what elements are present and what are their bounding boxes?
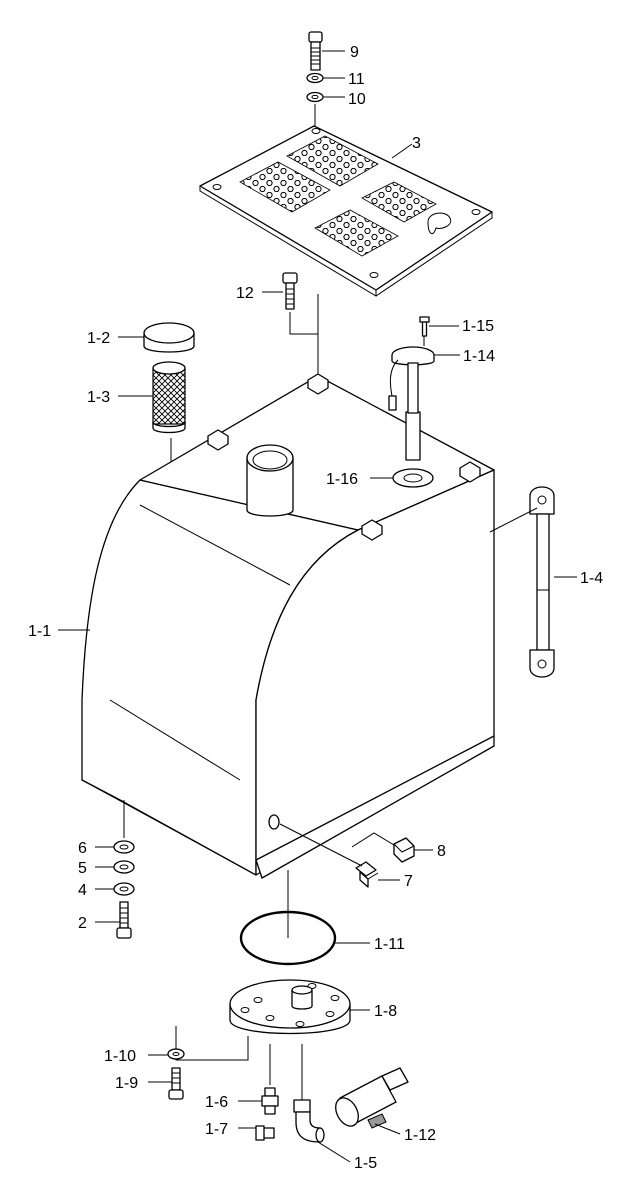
label-1-15: 1-15 [462, 318, 494, 335]
label-4: 4 [78, 882, 87, 899]
label-1-11: 1-11 [374, 936, 405, 953]
label-1-5: 1-5 [354, 1155, 377, 1172]
strainer-1-3 [152, 361, 186, 434]
bolt-9 [308, 31, 323, 71]
label-9: 9 [350, 44, 359, 61]
label-1-7: 1-7 [205, 1121, 228, 1138]
label-3: 3 [412, 135, 421, 152]
cap-1-2 [143, 322, 195, 353]
label-1-6: 1-6 [205, 1094, 228, 1111]
lock-washer-11 [306, 72, 324, 84]
label-7: 7 [404, 873, 413, 890]
rod-1-4 [529, 486, 555, 678]
flange-1-8 [229, 979, 351, 1035]
label-1-2: 1-2 [87, 330, 110, 347]
label-5: 5 [78, 860, 87, 877]
label-11: 11 [348, 71, 365, 88]
washer-10 [306, 91, 324, 103]
label-6: 6 [78, 840, 87, 857]
label-1-9: 1-9 [115, 1075, 138, 1092]
label-1-3: 1-3 [87, 389, 110, 406]
label-12: 12 [236, 285, 254, 302]
label-8: 8 [437, 843, 446, 860]
label-1-4: 1-4 [580, 570, 603, 587]
label-1-10: 1-10 [104, 1048, 136, 1065]
plug-8 [393, 837, 415, 863]
elbow-1-5 [293, 1099, 325, 1143]
hydraulic-tank-1-1 [81, 373, 495, 879]
label-1-14: 1-14 [463, 348, 495, 365]
nipple-1-6 [261, 1087, 279, 1115]
gasket-1-16 [392, 468, 434, 488]
label-2: 2 [78, 915, 87, 932]
fitting-7 [355, 861, 379, 888]
washer-4 [113, 882, 135, 896]
washer-1-10 [167, 1048, 185, 1060]
washer-5 [113, 860, 135, 874]
washer-6 [113, 840, 135, 854]
valve-1-12 [335, 1067, 409, 1129]
label-1-12: 1-12 [404, 1127, 436, 1144]
label-1-1: 1-1 [28, 623, 51, 640]
bolt-1-9 [168, 1067, 184, 1100]
label-10: 10 [348, 91, 366, 108]
label-1-16: 1-16 [326, 471, 358, 488]
level-gauge-1-14 [388, 346, 435, 461]
bolt-2 [116, 901, 132, 939]
plug-1-7 [255, 1125, 275, 1141]
label-1-8: 1-8 [374, 1003, 397, 1020]
bolt-12 [282, 272, 298, 310]
cover-plate-3 [199, 125, 493, 297]
screw-1-15 [419, 316, 430, 337]
